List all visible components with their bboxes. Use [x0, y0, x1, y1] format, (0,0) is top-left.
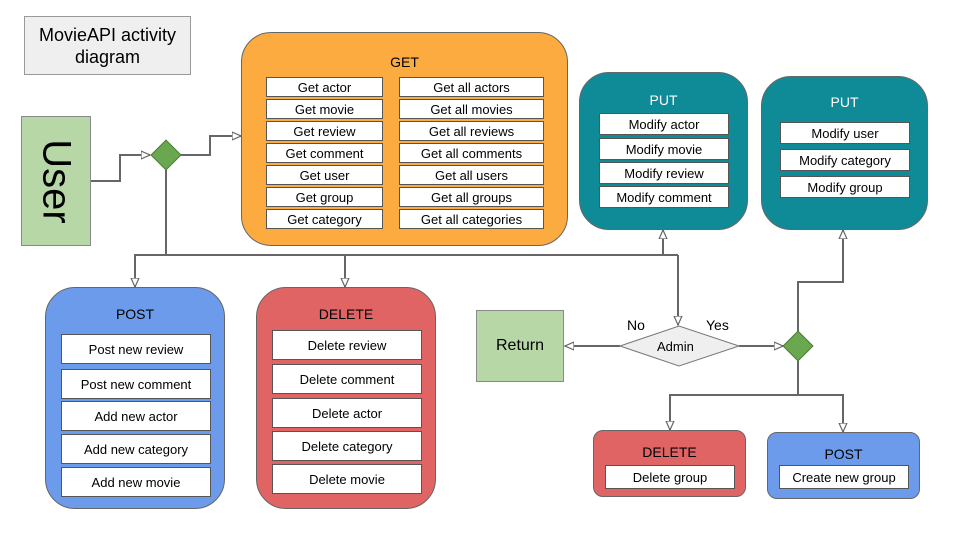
- get-all-movies-item: Get all movies: [399, 99, 544, 119]
- modify-comment-item: Modify comment: [599, 186, 729, 208]
- edge-to-post: [135, 254, 166, 287]
- put-group-content: PUT Modify actor Modify movie Modify rev…: [579, 72, 748, 230]
- get-all-comments-item: Get all comments: [399, 143, 544, 163]
- get-all-reviews-item: Get all reviews: [399, 121, 544, 141]
- add-new-actor-item: Add new actor: [61, 401, 211, 431]
- modify-movie-item: Modify movie: [599, 138, 729, 160]
- delete-category-item: Delete category: [272, 431, 422, 461]
- get-all-groups-item: Get all groups: [399, 187, 544, 207]
- get-category-item: Get category: [266, 209, 383, 229]
- edge-decision2-to-put2: [797, 230, 843, 332]
- get-group-item: Get group: [266, 187, 383, 207]
- post-group-admin: POST Create new group: [767, 432, 920, 499]
- return-label: Return: [495, 337, 545, 354]
- get-actor-item: Get actor: [266, 77, 383, 97]
- delete-comment-item: Delete comment: [272, 364, 422, 394]
- add-new-category-item: Add new category: [61, 434, 211, 464]
- post-group-content: POST Post new review Post new comment Ad…: [45, 287, 225, 509]
- delete-group-item: Delete group: [605, 465, 735, 489]
- delete-actor-item: Delete actor: [272, 398, 422, 428]
- admin-result-decision-diamond: [782, 330, 814, 362]
- modify-user-item: Modify user: [780, 122, 910, 144]
- get-review-item: Get review: [266, 121, 383, 141]
- edge-decision2-to-post2: [797, 361, 843, 432]
- add-new-movie-item: Add new movie: [61, 467, 211, 497]
- get-all-users-item: Get all users: [399, 165, 544, 185]
- get-title: GET: [390, 54, 419, 70]
- get-all-actors-item: Get all actors: [399, 77, 544, 97]
- post-new-review-item: Post new review: [61, 334, 211, 364]
- diagram-title: MovieAPI activity diagram: [24, 16, 191, 75]
- modify-category-item: Modify category: [780, 149, 910, 171]
- delete-content-title: DELETE: [318, 306, 374, 322]
- put-admin-title: PUT: [830, 94, 859, 110]
- put-group-admin: PUT Modify user Modify category Modify g…: [761, 76, 928, 230]
- get-movie-item: Get movie: [266, 99, 383, 119]
- delete-group-content: DELETE Delete review Delete comment Dele…: [256, 287, 436, 509]
- edge-decision-to-get: [181, 136, 241, 156]
- get-group: GET Get actor Get movie Get review Get c…: [241, 32, 568, 246]
- edge-user-to-decision: [91, 155, 150, 182]
- return-node: Return: [476, 310, 564, 382]
- delete-review-item: Delete review: [272, 330, 422, 360]
- user-node: User: [21, 116, 91, 246]
- post-new-comment-item: Post new comment: [61, 369, 211, 399]
- post-content-title: POST: [115, 306, 155, 322]
- no-label: No: [627, 317, 645, 333]
- put-content-title: PUT: [649, 92, 678, 108]
- modify-review-item: Modify review: [599, 162, 729, 184]
- delete-admin-title: DELETE: [642, 444, 697, 460]
- admin-label: Admin: [657, 339, 694, 354]
- modify-group-item: Modify group: [780, 176, 910, 198]
- user-label: User: [34, 138, 79, 224]
- delete-movie-item: Delete movie: [272, 464, 422, 494]
- start-decision-diamond: [150, 139, 182, 171]
- modify-actor-item: Modify actor: [599, 113, 729, 135]
- yes-label: Yes: [706, 317, 729, 333]
- get-comment-item: Get comment: [266, 143, 383, 163]
- edge-decision2-to-delete2: [670, 361, 799, 430]
- delete-group-admin: DELETE Delete group: [593, 430, 746, 497]
- get-all-categories-item: Get all categories: [399, 209, 544, 229]
- get-user-item: Get user: [266, 165, 383, 185]
- create-new-group-item: Create new group: [779, 465, 909, 489]
- post-admin-title: POST: [824, 446, 863, 462]
